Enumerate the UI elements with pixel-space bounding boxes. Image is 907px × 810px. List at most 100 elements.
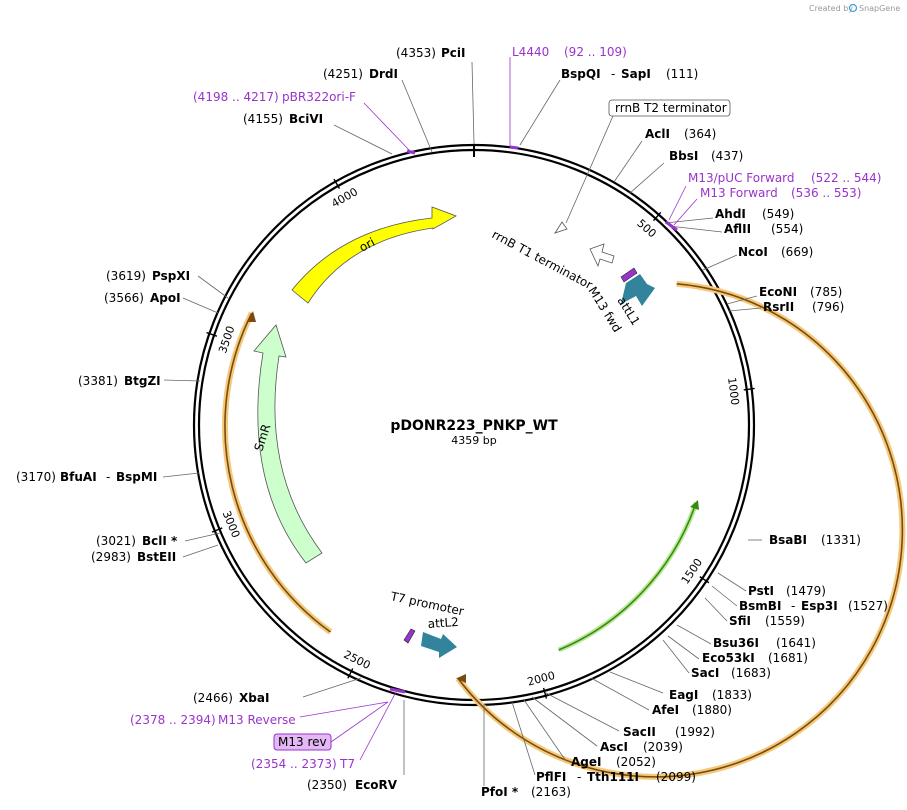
enzyme-pos-xbai: (2466) [193,691,233,705]
enzyme-leaders [162,61,762,786]
enzyme-name-agei: AgeI [571,755,601,769]
scale-tick-label: 1000 [725,377,742,406]
enzyme-name-pfoi: PfoI * [481,785,519,799]
enzyme-pos-ecorv: (2350) [307,778,347,792]
enzyme-pos-pcii: (4353) [396,46,436,60]
primer-leaders [299,57,698,761]
scale-tick-mark [333,178,341,189]
smr-feature [253,324,323,564]
enzyme-pos-acli: (364) [684,127,716,141]
primer-name-m13fwd: M13 Forward [700,186,778,200]
enzyme-name-drdi: DrdI [369,67,398,81]
primer-range-l4440: (92 .. 109) [564,45,627,59]
enzyme-name-bcivi: BciVI [289,112,323,126]
enzyme-name-afei: AfeI [652,703,679,717]
t7-promoter-label: T7 promoter [388,589,465,618]
enzyme-pos-saci: (1683) [731,666,771,680]
enzyme-name-bsu36i: Bsu36I [713,636,759,650]
enzyme-name-bsteii: BstEII [137,550,176,564]
enzyme-sep-bspqi: - [611,67,615,81]
enzyme-name-bspmi: BspMI [116,470,157,484]
enzyme-name-pflfi: PflFI [536,770,566,784]
rrnb-t2-label: rrnB T2 terminator [615,101,727,115]
enzyme-name-ahdi: AhdI [715,207,746,221]
enzyme-name-bcli: BclI * [142,534,178,548]
enzyme-sep-bfuai: - [106,470,110,484]
enzyme-pos-rsrii: (796) [812,300,844,314]
enzyme-pos-bsteii: (2983) [91,550,131,564]
plasmid-name: pDONR223_PNKP_WT [390,418,558,434]
primer-name-m13puc: M13/pUC Forward [688,171,795,185]
scale-tick-mark [652,211,662,222]
m13-rev-box [273,733,332,751]
enzyme-pos-eco53ki: (1681) [768,651,808,665]
scale-tick-label: 2000 [526,669,556,689]
primer-range-t7: (2354 .. 2373) [251,757,337,771]
enzyme-pos-aflii: (554) [771,222,803,236]
credit-brand: SnapGene [859,4,900,13]
orf2-arrowhead [247,311,256,322]
enzyme-name-aflii: AflII [724,222,751,236]
orf2-line [224,312,331,633]
scale-tick-mark [699,576,710,584]
enzyme-pos-pfoi: (2163) [531,785,571,799]
enzyme-name-bsmbi: BsmBI [739,599,781,613]
rrnb-t1-label: rrnB T1 terminator [490,227,595,292]
enzyme-name-pcii: PciI [441,46,466,60]
scale-tick-mark [542,687,548,699]
enzyme-name-btgzi: BtgZI [124,374,161,388]
enzyme-pos-apoi: (3566) [104,291,144,305]
ori-label: ori [357,235,377,255]
enzyme-pos-bcivi: (4155) [243,112,283,126]
enzyme-pos-afei: (1880) [692,703,732,717]
scale-tick-label: 1500 [679,556,705,586]
scale-tick-mark [206,331,218,337]
primer-range-m13fwd: (536 .. 553) [791,186,861,200]
enzyme-name-apoi: ApoI [150,291,181,305]
plasmid-length: 4359 bp [451,434,496,447]
enzyme-pos-psti: (1479) [786,584,826,598]
enzyme-name-xbai: XbaI [239,691,269,705]
orf-outline [455,280,906,780]
green-orf-outline [557,502,699,653]
enzyme-name-asci: AscI [600,740,628,754]
enzyme-sep-pflfi: - [577,770,581,784]
ori-feature [291,206,457,304]
orf-line [457,283,904,778]
credit-text: Created by [809,4,853,13]
primer-name-m13rev: M13 Reverse [218,713,296,727]
orf-arrowhead [456,674,466,683]
primer-range-pbr322: (4198 .. 4217) [193,90,279,104]
enzyme-pos-bspqi: (111) [666,67,698,81]
enzyme-name-bspqi: BspQI [561,67,601,81]
rrnb-t2-leader [565,115,614,224]
enzyme-pos-bsu36i: (1641) [776,636,816,650]
m13-fwd-feature [620,267,638,283]
primer-range-m13puc: (522 .. 544) [811,171,881,185]
enzyme-name-bbsi: BbsI [669,149,698,163]
enzyme-pos-ahdi: (549) [762,207,794,221]
primer-range-m13rev: (2378 .. 2394) [130,713,216,727]
enzyme-name-acli: AclI [645,127,670,141]
primer-name-pbr322: pBR322ori-F [282,90,356,104]
attl2-label: attL2 [427,615,459,631]
enzyme-pos-sfii: (1559) [765,614,805,628]
enzyme-name-sfii: SfiI [729,614,751,628]
enzyme-name-rsrii: RsrII [763,300,794,314]
enzyme-name-sacii: SacII [623,725,656,739]
enzyme-pos-ncoi: (669) [781,245,813,259]
enzyme-pos-econi: (785) [810,285,842,299]
enzyme-pos-pflfi: (2099) [656,770,696,784]
enzyme-pos-bsmbi: (1527) [848,599,888,613]
rrnb-t2-feature [554,221,568,234]
enzyme-name-eagi: EagI [669,688,698,702]
green-orf-line [558,502,697,651]
enzyme-name-saci: SacI [691,666,719,680]
enzyme-name-bsabi: BsaBI [769,533,807,547]
enzyme-pos-pspxi: (3619) [106,269,146,283]
snapgene-logo-icon [848,3,858,13]
enzyme-name-sapi: SapI [621,67,651,81]
rrnb-t1-feature [589,243,615,268]
enzyme-name-eco53ki: Eco53kI [702,651,755,665]
enzyme-sep-bsmbi: - [791,599,795,613]
